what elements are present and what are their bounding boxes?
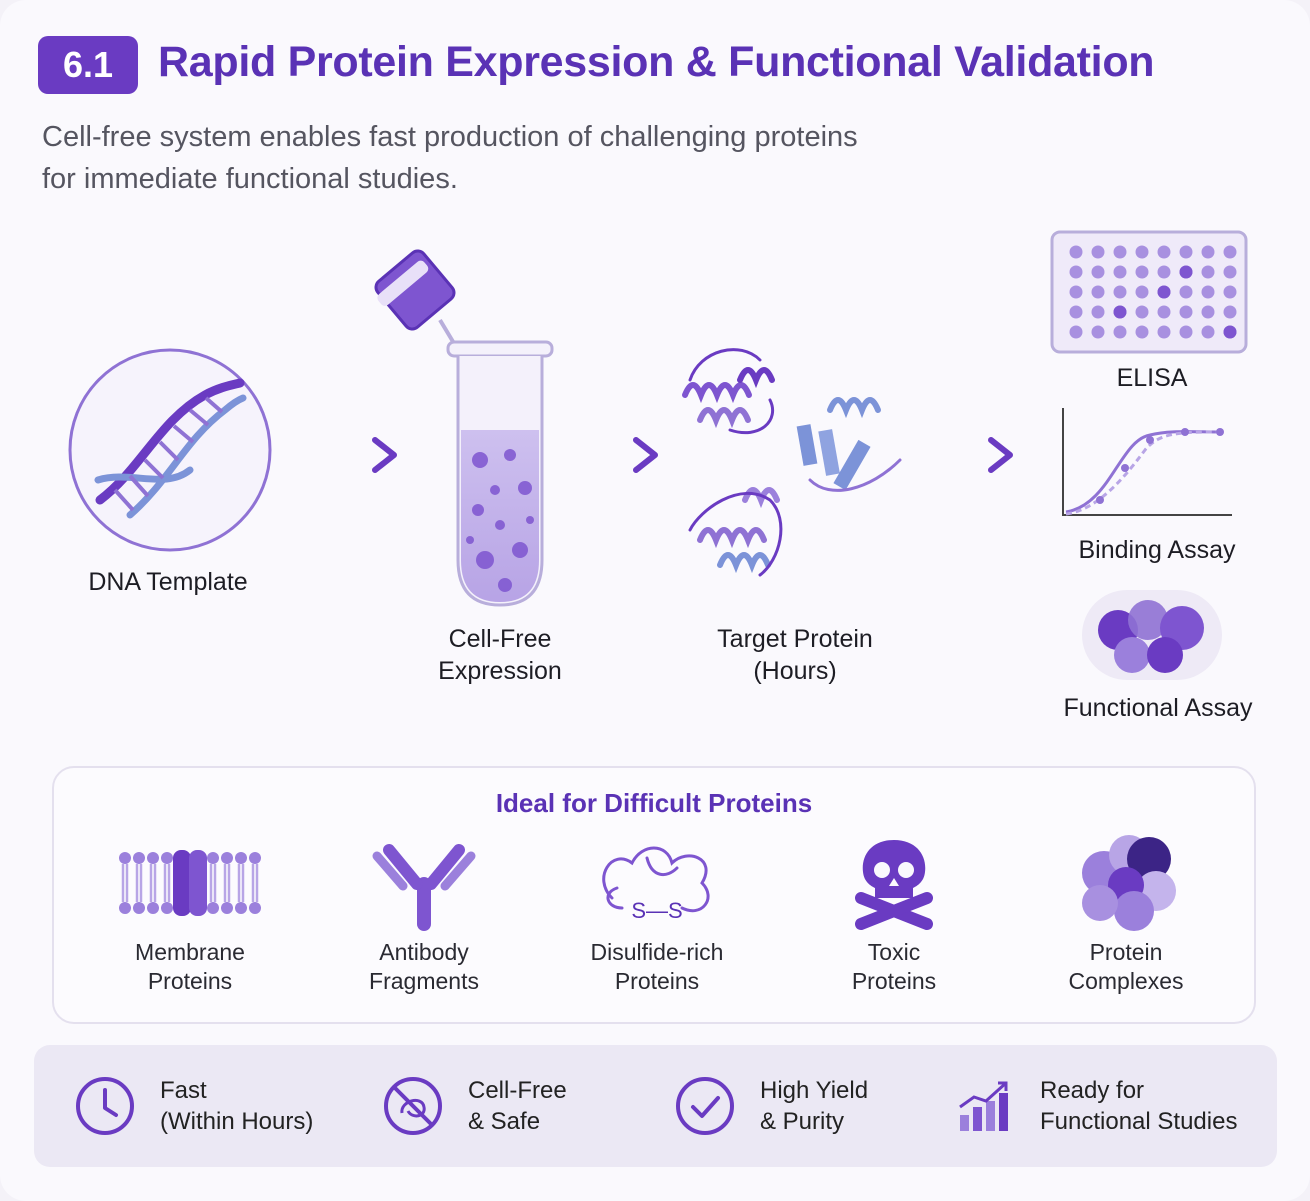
ideal-item-label-line-2: Proteins — [851, 968, 937, 994]
complex-icon — [1016, 828, 1236, 938]
feature-text-line-2: & Purity — [760, 1108, 845, 1135]
section-badge: 6.1 — [38, 36, 138, 94]
feature-text-line-1: Cell-Free — [468, 1077, 567, 1104]
feature-high-yield: High Yield & Purity — [672, 1045, 868, 1167]
feature-fast: Fast (Within Hours) — [72, 1045, 313, 1167]
ideal-item-label-line-1: Membrane — [135, 939, 245, 965]
page-subtitle: Cell-free system enables fast production… — [42, 116, 1022, 200]
ideal-item-label-line-2: Fragments — [369, 968, 479, 994]
ideal-proteins-panel: Ideal for Difficult Proteins — [52, 766, 1256, 1024]
membrane-icon — [80, 828, 300, 938]
skull-icon — [784, 828, 1004, 938]
clock-icon — [72, 1073, 138, 1139]
target-protein-label-line-1: Target Protein — [717, 625, 873, 653]
feature-cell-free: Cell-Free & Safe — [380, 1045, 567, 1167]
target-protein-label-line-2: (Hours) — [753, 657, 837, 685]
ideal-item-label-line-1: Toxic — [867, 939, 921, 965]
subtitle-line-1: Cell-free system enables fast production… — [42, 121, 858, 153]
binding-assay-label: Binding Assay — [1078, 536, 1236, 564]
page-title: Rapid Protein Expression & Functional Va… — [158, 38, 1155, 86]
binding-curve-icon — [1062, 408, 1232, 516]
feature-text-line-2: Functional Studies — [1040, 1108, 1238, 1135]
test-tube-icon — [374, 249, 554, 607]
feature-text-line-1: Ready for — [1040, 1077, 1145, 1104]
ideal-item-label-line-1: Antibody — [379, 939, 469, 965]
protein-structures-icon — [682, 348, 902, 577]
feature-text-line-1: High Yield — [760, 1077, 869, 1104]
cell-free-expression-label: Cell-Free Expression — [390, 623, 610, 687]
disulfide-bond-glyph: S—S — [631, 898, 682, 923]
feature-text: Fast (Within Hours) — [160, 1075, 313, 1137]
ideal-item-label-line-2: Proteins — [614, 968, 700, 994]
feature-text: Cell-Free & Safe — [468, 1075, 567, 1137]
features-bar: Fast (Within Hours) Cell-Free & Safe High … — [34, 1045, 1277, 1167]
ideal-item-label-line-2: Complexes — [1068, 968, 1184, 994]
feature-text-line-2: (Within Hours) — [160, 1108, 314, 1135]
functional-assay-label: Functional Assay — [1063, 694, 1253, 722]
ideal-item-label-line-2: Proteins — [147, 968, 233, 994]
ideal-item-label-line-1: Protein — [1089, 939, 1163, 965]
growth-chart-icon — [952, 1073, 1018, 1139]
elisa-label: ELISA — [1116, 364, 1188, 392]
disulfide-icon: S—S — [547, 828, 767, 938]
no-cell-icon — [380, 1073, 446, 1139]
ideal-proteins-title: Ideal for Difficult Proteins — [495, 788, 813, 818]
dna-icon — [68, 348, 272, 552]
section-number: 6.1 — [62, 44, 114, 85]
arrow-3 — [933, 437, 1013, 473]
functional-assay-icon — [1082, 590, 1222, 680]
feature-text: High Yield & Purity — [760, 1075, 868, 1137]
antibody-icon — [314, 828, 534, 938]
arrow-2 — [577, 437, 658, 473]
cell-free-expression-label-line-1: Cell-Free — [448, 625, 552, 653]
subtitle-line-2: for immediate functional studies. — [42, 163, 458, 195]
cell-free-expression-label-line-2: Expression — [438, 657, 562, 685]
dna-template-label: DNA Template — [88, 568, 248, 596]
feature-text-line-2: & Safe — [468, 1108, 541, 1135]
feature-text-line-1: Fast — [160, 1077, 207, 1104]
elisa-plate-icon — [1050, 230, 1248, 354]
workflow-diagram — [68, 230, 1248, 680]
target-protein-label: Target Protein (Hours) — [680, 623, 910, 687]
arrow-1 — [299, 437, 397, 473]
check-icon — [672, 1073, 738, 1139]
ideal-item-label-line-1: Disulfide-rich — [590, 939, 724, 965]
